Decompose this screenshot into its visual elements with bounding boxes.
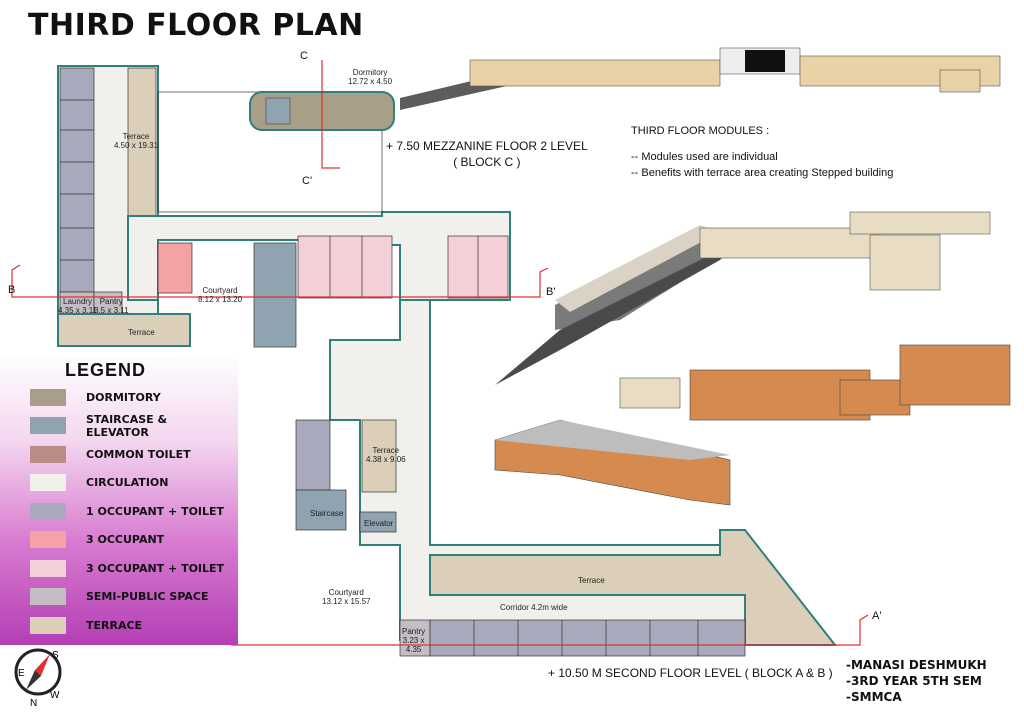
left-rooms	[59, 67, 95, 293]
legend-label: 1 OCCUPANT + TOILET	[86, 504, 225, 518]
section-a-right: A'	[872, 610, 882, 622]
legend-item: STAIRCASE & ELEVATOR	[30, 412, 168, 439]
legend-label: COMMON TOILET	[86, 447, 191, 461]
staircase-elevator-top	[253, 242, 297, 348]
legend-title: LEGEND	[65, 360, 147, 380]
legend-label: STAIRCASE & ELEVATOR	[86, 412, 168, 439]
legend-item: TERRACE	[30, 613, 142, 637]
compass-s: S	[52, 650, 59, 661]
mezzanine-level-label: + 7.50 MEZZANINE FLOOR 2 LEVEL ( BLOCK C…	[386, 139, 588, 169]
legend-swatch	[30, 388, 66, 406]
compass-icon: E W S N	[14, 648, 62, 709]
terrace-left	[127, 67, 157, 217]
staircase-mid	[295, 489, 347, 531]
legend-item: 1 OCCUPANT + TOILET	[30, 499, 224, 523]
elevator-label: Elevator	[364, 519, 394, 528]
legend-label: DORMITORY	[86, 390, 161, 404]
terrace-long-label: Terrace	[578, 576, 605, 585]
legend: LEGEND DORMITORY STAIRCASE & ELEVATOR COMM…	[0, 355, 238, 645]
bottom-rooms	[399, 619, 746, 657]
courtyard-top-label: Courtyard 8.12 x 13.20	[198, 286, 243, 304]
laundry-label: Laundry 4.35 x 3.11	[58, 297, 97, 315]
section-b-left: B	[8, 284, 16, 296]
legend-swatch	[30, 531, 66, 548]
legend-label: 3 OCCUPANT + TOILET	[86, 561, 225, 575]
elevator-mid	[359, 511, 397, 533]
section-c-bottom: C'	[302, 175, 313, 187]
page-title: THIRD FLOOR PLAN	[28, 8, 364, 43]
legend-swatch	[30, 417, 66, 434]
terrace-left-label: Terrace 4.50 x 19.31	[114, 132, 159, 150]
credit-line: -SMMCA	[846, 690, 902, 704]
dormitory-label: Dormitory 12.72 x 4.50	[348, 68, 393, 86]
second-floor-level-label: + 10.50 M SECOND FLOOR LEVEL ( BLOCK A &…	[548, 666, 833, 680]
terrace-mid	[361, 419, 397, 493]
staircase-label: Staircase	[310, 509, 344, 518]
section-c-top: C	[300, 50, 308, 62]
legend-swatch	[30, 502, 66, 520]
credit-line: -3RD YEAR 5TH SEM	[846, 674, 982, 688]
legend-item: COMMON TOILET	[30, 442, 191, 466]
legend-swatch	[30, 559, 66, 577]
modules-heading: THIRD FLOOR MODULES :	[631, 125, 770, 137]
legend-label: CIRCULATION	[86, 476, 169, 489]
terrace-bottom-left-label: Terrace	[128, 328, 155, 337]
corridor-label: Corridor 4.2m wide	[500, 603, 568, 612]
legend-swatch	[30, 445, 66, 463]
credit-line: -MANASI DESHMUKH	[846, 658, 987, 672]
legend-item: 3 OCCUPANT	[30, 528, 164, 552]
legend-item: CIRCULATION	[30, 471, 168, 495]
pantry-bottom-label: Pantry 3.23 x 4.35	[402, 627, 426, 654]
legend-swatch	[30, 588, 66, 605]
section-b-right: B'	[546, 286, 556, 298]
legend-swatch	[30, 474, 66, 491]
legend-label: SEMI-PUBLIC SPACE	[86, 590, 209, 603]
modules-line: -- Benefits with terrace area creating S…	[631, 167, 894, 179]
compass-e: E	[18, 668, 25, 679]
terrace-bottom-left	[57, 313, 191, 347]
legend-label: 3 OCCUPANT	[86, 533, 165, 546]
credits: -MANASI DESHMUKH -3RD YEAR 5TH SEM -SMMC…	[846, 657, 987, 705]
terrace-mid-label: Terrace 4.38 x 9.06	[366, 446, 406, 464]
compass-n: N	[30, 698, 37, 709]
modules-notes: THIRD FLOOR MODULES : -- Modules used ar…	[631, 123, 893, 181]
legend-item: SEMI-PUBLIC SPACE	[30, 585, 209, 609]
rooms-mid	[295, 419, 331, 491]
compass-w: W	[50, 690, 60, 701]
legend-swatch	[30, 616, 66, 634]
legend-item: 3 OCCUPANT + TOILET	[30, 556, 224, 580]
legend-label: TERRACE	[86, 618, 143, 632]
pantry-left-label: Pantry 3.5 x 3.11	[94, 297, 129, 315]
courtyard-bottom-label: Courtyard 13.12 x 15.57	[322, 588, 371, 606]
legend-item: DORMITORY	[30, 385, 161, 409]
common-toilet	[157, 242, 193, 294]
modules-line: -- Modules used are individual	[631, 151, 778, 163]
